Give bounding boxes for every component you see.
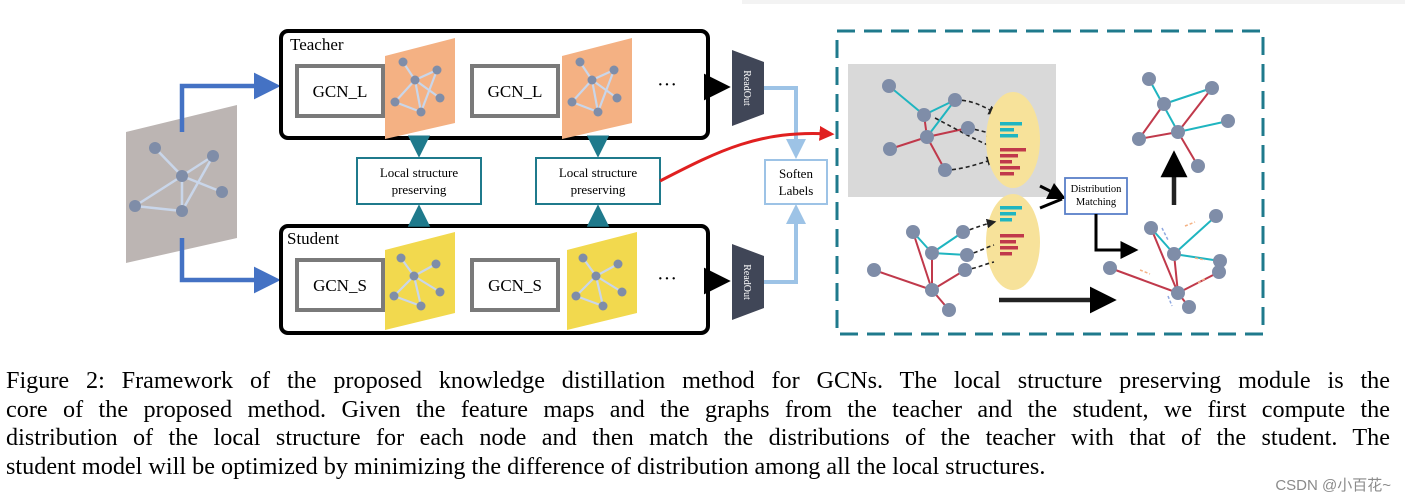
gcn-s-1-label: GCN_S	[313, 276, 367, 295]
arrow-readout-to-soften-bottom	[764, 204, 806, 284]
svg-text:Labels: Labels	[779, 183, 814, 198]
svg-text:Local structure: Local structure	[559, 165, 638, 180]
watermark: CSDN @小百花~	[1275, 477, 1391, 494]
teacher-ellipsis: ···	[657, 74, 677, 96]
student-block: Student GCN_S GCN_S ···	[279, 224, 710, 335]
caption-line-2: core of the proposed method. Given the f…	[6, 395, 1390, 423]
soften-labels-box: Soften Labels	[764, 159, 828, 205]
caption-line-1: Figure 2: Framework of the proposed know…	[6, 367, 1390, 394]
teacher-feature-map-1	[385, 38, 455, 139]
matching-label: Matching	[1076, 197, 1117, 208]
red-curve-arrow	[659, 125, 835, 183]
student-ellipsis: ···	[657, 268, 677, 290]
arrow-readout-to-soften-top	[764, 86, 806, 159]
teacher-label: Teacher	[290, 35, 344, 54]
svg-text:preserving: preserving	[392, 182, 447, 197]
student-feature-map-1	[385, 232, 455, 330]
svg-text:preserving: preserving	[571, 182, 626, 197]
readout-student: ReadOut	[732, 244, 764, 320]
top-bar	[742, 0, 1405, 4]
caption-line-3: distribution of the local structure for …	[6, 424, 1390, 452]
distribution-matching-panel: Distribution Matching	[835, 29, 1265, 336]
distribution-label: Distribution	[1071, 184, 1123, 195]
teacher-block: Teacher GCN_L GCN_L ···	[279, 29, 710, 140]
svg-text:ReadOut: ReadOut	[741, 264, 752, 300]
local-structure-preserving-1: Local structure preserving	[356, 157, 482, 205]
arrow-input-to-teacher	[179, 72, 281, 132]
gcn-l-1-label: GCN_L	[313, 82, 368, 101]
gcn-s-2-label: GCN_S	[488, 276, 542, 295]
readout-teacher: ReadOut	[732, 50, 764, 126]
svg-text:Local structure: Local structure	[380, 165, 459, 180]
caption-line-4: student model will be optimized by minim…	[6, 452, 1046, 480]
gcn-l-2-label: GCN_L	[488, 82, 543, 101]
student-feature-map-2	[567, 232, 637, 330]
svg-text:ReadOut: ReadOut	[741, 70, 752, 106]
arrow-input-to-student	[179, 238, 281, 294]
svg-text:Soften: Soften	[779, 166, 813, 181]
local-structure-preserving-2: Local structure preserving	[535, 157, 661, 205]
teacher-feature-map-2	[562, 38, 632, 139]
framework-diagram: Teacher GCN_L GCN_L ···	[126, 29, 1265, 336]
figure-caption: Figure 2: Framework of the proposed know…	[6, 367, 1390, 481]
input-graph	[126, 105, 237, 263]
student-label: Student	[287, 229, 339, 248]
teal-arrows	[407, 135, 610, 227]
